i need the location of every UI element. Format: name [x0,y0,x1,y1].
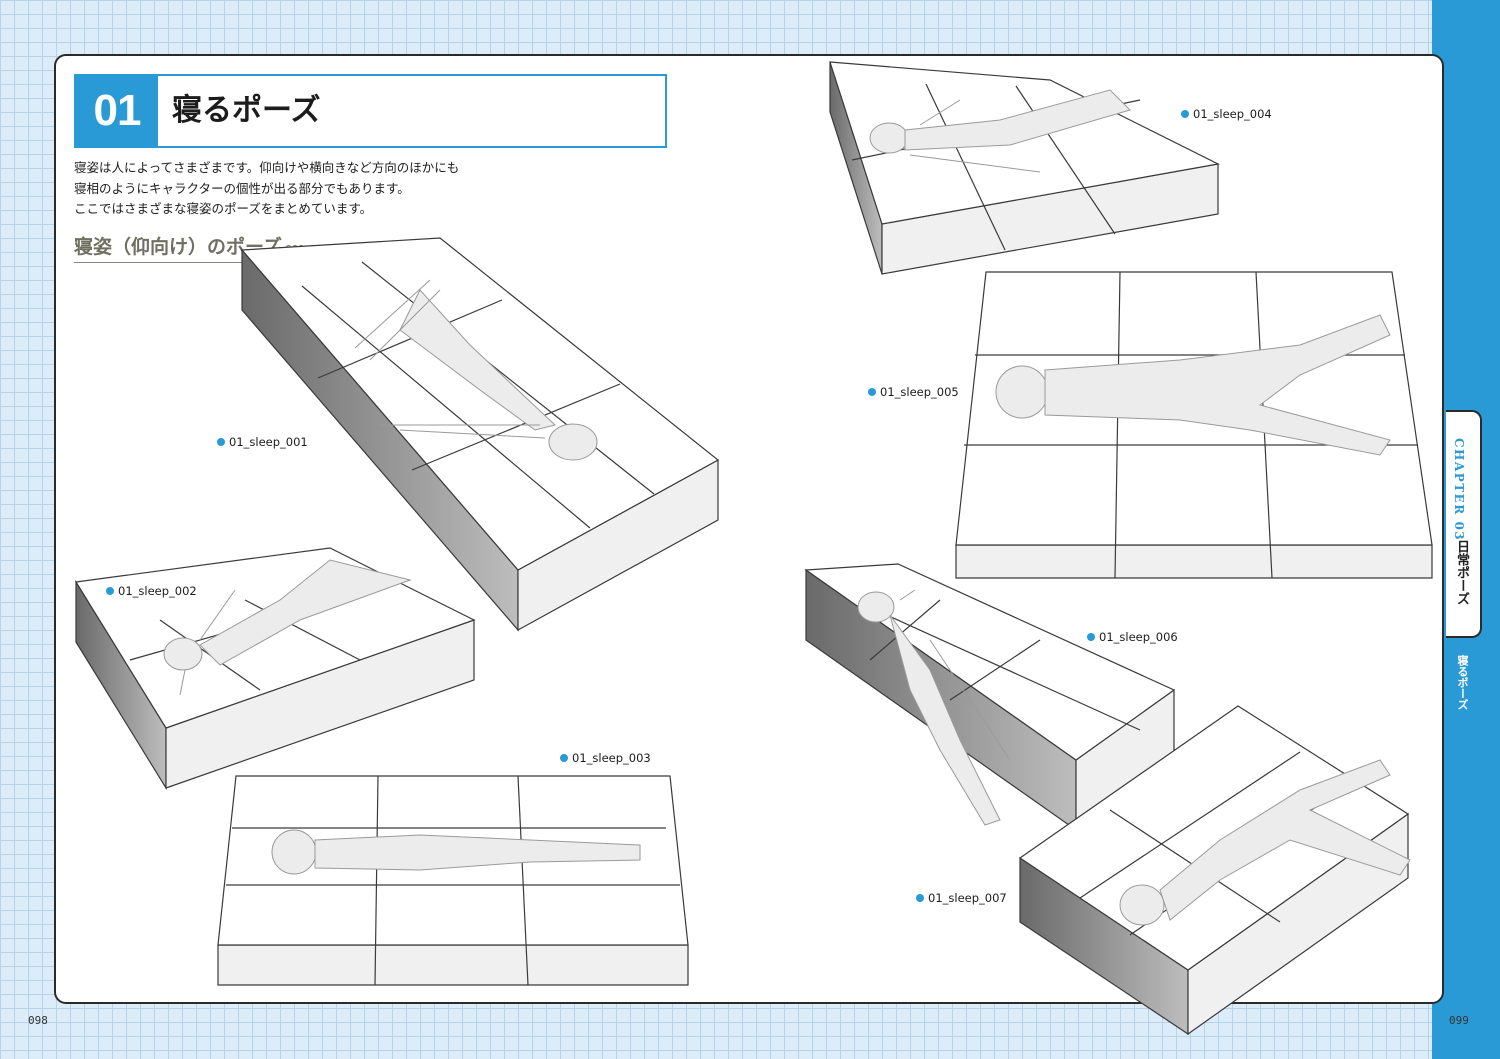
mattress-005 [955,271,1433,579]
section-side-label: 寝るポーズ [1456,655,1469,710]
figure-002 [163,559,412,696]
pose-label-002: 01_sleep_002 [106,584,197,598]
figure-007 [1119,759,1411,926]
section-title: 寝るポーズ [172,93,321,128]
figure-006 [857,589,1011,826]
bullet-dot-icon [868,388,876,396]
bullet-dot-icon [217,438,225,446]
page-number-left: 098 [28,1014,48,1027]
bullet-dot-icon [1181,110,1189,118]
page-number-right: 099 [1449,1014,1469,1027]
pose-label-005: 01_sleep_005 [868,385,959,399]
mattress-004 [829,61,1220,275]
chapter-title: 日常ポーズ [1454,540,1469,605]
pose-label-004: 01_sleep_004 [1181,107,1272,121]
intro-line: 寝相のようにキャラクターの個性が出る部分でもあります。 [74,180,410,196]
chapter-tab[interactable] [1446,410,1482,638]
bullet-dot-icon [1087,633,1095,641]
intro-text: 寝姿は人によってさまざまです。仰向けや横向きなど方向のほかにも 寝相のようにキャ… [74,158,459,220]
bullet-dot-icon [106,587,114,595]
figure-001 [354,279,598,461]
subheading-text: 寝姿（仰向け）のポーズ [74,236,283,258]
mattress-003 [217,775,689,986]
chapter-label: CHAPTER 03 [1452,438,1466,542]
figure-003 [271,829,641,875]
figure-004 [869,89,1131,173]
pose-label-007: 01_sleep_007 [916,891,1007,905]
pose-label-001: 01_sleep_001 [217,435,308,449]
pose-label-006: 01_sleep_006 [1087,630,1178,644]
figure-005 [995,314,1391,456]
section-number: 01 [76,76,158,146]
mattress-001 [240,237,720,632]
bullet-dot-icon [916,894,924,902]
intro-line: 寝姿は人によってさまざまです。仰向けや横向きなど方向のほかにも [74,160,460,175]
pose-label-003: 01_sleep_003 [560,751,651,765]
intro-line: ここではさまざまな寝姿のポーズをまとめています。 [74,201,373,216]
bullet-dot-icon [560,754,568,762]
section-title-box: 01 寝るポーズ [74,74,667,148]
